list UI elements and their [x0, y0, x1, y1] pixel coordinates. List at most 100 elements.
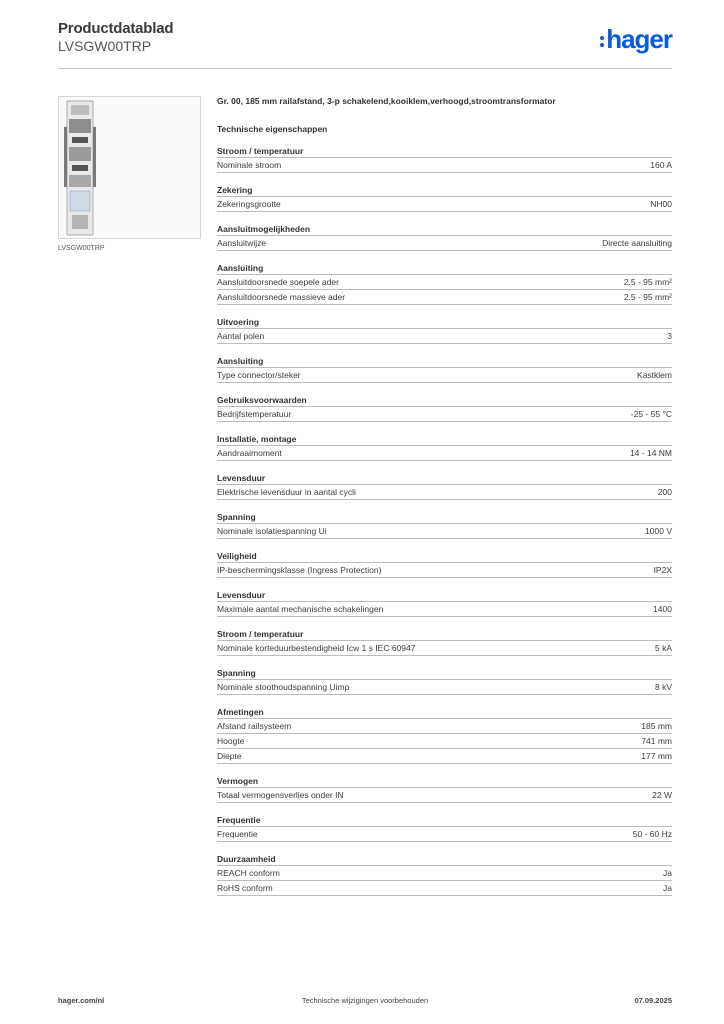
spec-value: 177 mm — [641, 751, 672, 761]
spec-row: Diepte 177 mm — [217, 749, 672, 764]
spec-row: Nominale stroom 160 A — [217, 158, 672, 173]
spec-label: Nominale stoothoudspanning Uimp — [217, 682, 350, 692]
spec-group-title: Zekering — [217, 185, 672, 197]
spec-groups: Stroom / temperatuur Nominale stroom 160 A… — [217, 146, 672, 896]
spec-row: Nominale stoothoudspanning Uimp 8 kV — [217, 680, 672, 695]
spec-group-title: Aansluiting — [217, 356, 672, 368]
footer-website: hager.com/nl — [58, 996, 105, 1005]
spec-label: Nominale stroom — [217, 160, 282, 170]
spec-group-title: Spanning — [217, 668, 672, 680]
spec-value: 2.5 - 95 mm² — [623, 292, 672, 302]
spec-value: 160 A — [650, 160, 672, 170]
spec-value: Ja — [663, 883, 672, 893]
spec-label: Aansluitdoorsnede massieve ader — [217, 292, 346, 302]
spec-group-title: Levensduur — [217, 473, 672, 485]
hager-logo: hager — [600, 26, 673, 52]
spec-row: Elektrische levensduur in aantal cycli 20… — [217, 485, 672, 500]
spec-group-title: Frequentie — [217, 815, 672, 827]
spec-row: Nominale korteduurbestendigheid Icw 1 s … — [217, 641, 672, 656]
spec-row: Totaal vermogensverlies onder IN 22 W — [217, 788, 672, 803]
spec-value: IP2X — [653, 565, 672, 575]
spec-row: Type connector/steker Kastklem — [217, 368, 672, 383]
spec-group-title: Installatie, montage — [217, 434, 672, 446]
spec-label: RoHS conform — [217, 883, 273, 893]
spec-value: 741 mm — [641, 736, 672, 746]
spec-label: Type connector/steker — [217, 370, 301, 380]
spec-group-title: Veiligheid — [217, 551, 672, 563]
spec-row: IP-beschermingsklasse (Ingress Protectio… — [217, 563, 672, 578]
spec-row: Aandraaimoment 14 - 14 NM — [217, 446, 672, 461]
spec-value: 8 kV — [654, 682, 672, 692]
spec-value: 1000 V — [645, 526, 672, 536]
spec-row: Frequentie 50 - 60 Hz — [217, 827, 672, 842]
spec-group-title: Afmetingen — [217, 707, 672, 719]
spec-label: Aandraaimoment — [217, 448, 282, 458]
page-header: Productdatablad LVSGW00TRP hager — [58, 20, 673, 70]
header-divider — [58, 68, 672, 69]
spec-label: Aansluitwijze — [217, 238, 267, 248]
spec-label: Elektrische levensduur in aantal cycli — [217, 487, 356, 497]
specs-content: Gr. 00, 185 mm railafstand, 3-p schakele… — [217, 96, 672, 896]
spec-value: 3 — [667, 331, 672, 341]
spec-group-title: Gebruiksvoorwaarden — [217, 395, 672, 407]
spec-label: Frequentie — [217, 829, 258, 839]
spec-label: Totaal vermogensverlies onder IN — [217, 790, 344, 800]
spec-label: Diepte — [217, 751, 242, 761]
spec-value: 50 - 60 Hz — [632, 829, 672, 839]
spec-label: Maximale aantal mechanische schakelingen — [217, 604, 384, 614]
footer-notice: Technische wijzigingen voorbehouden — [301, 996, 429, 1005]
spec-label: Nominale isolatiespanning Ui — [217, 526, 327, 536]
product-image — [58, 96, 201, 239]
image-caption: LVSGW00TRP — [58, 245, 105, 252]
spec-label: Bedrijfstemperatuur — [217, 409, 292, 419]
spec-value: 22 W — [652, 790, 672, 800]
spec-row: Aansluitdoorsnede soepele ader 2.5 - 95 m… — [217, 275, 672, 290]
spec-label: IP-beschermingsklasse (Ingress Protectio… — [217, 565, 382, 575]
spec-value: 5 kA — [654, 643, 672, 653]
spec-label: REACH conform — [217, 868, 280, 878]
spec-value: 2.5 - 95 mm² — [623, 277, 672, 287]
footer-date: 07.09.2025 — [634, 996, 672, 1005]
spec-label: Zekeringsgrootte — [217, 199, 281, 209]
spec-value: Kastklem — [637, 370, 672, 380]
spec-value: 14 - 14 NM — [629, 448, 672, 458]
spec-label: Nominale korteduurbestendigheid Icw 1 s … — [217, 643, 416, 653]
logo-dots-icon — [600, 35, 605, 47]
spec-value: 200 — [657, 487, 672, 497]
spec-row: Aansluitdoorsnede massieve ader 2.5 - 95 … — [217, 290, 672, 305]
product-code: LVSGW00TRP — [58, 38, 152, 54]
spec-value: -25 - 55 °C — [630, 409, 672, 419]
page-footer: hager.com/nl Technische wijzigingen voor… — [58, 996, 672, 1008]
spec-group-title: Stroom / temperatuur — [217, 629, 672, 641]
spec-group-title: Aansluiting — [217, 263, 672, 275]
spec-group-title: Duurzaamheid — [217, 854, 672, 866]
spec-label: Aansluitdoorsnede soepele ader — [217, 277, 339, 287]
spec-group-title: Spanning — [217, 512, 672, 524]
product-description: Gr. 00, 185 mm railafstand, 3-p schakele… — [217, 96, 556, 106]
spec-row: RoHS conform Ja — [217, 881, 672, 896]
page-title: Productdatablad — [58, 20, 174, 37]
spec-group-title: Aansluitmogelijkheden — [217, 224, 672, 236]
spec-value: 1400 — [653, 604, 672, 614]
